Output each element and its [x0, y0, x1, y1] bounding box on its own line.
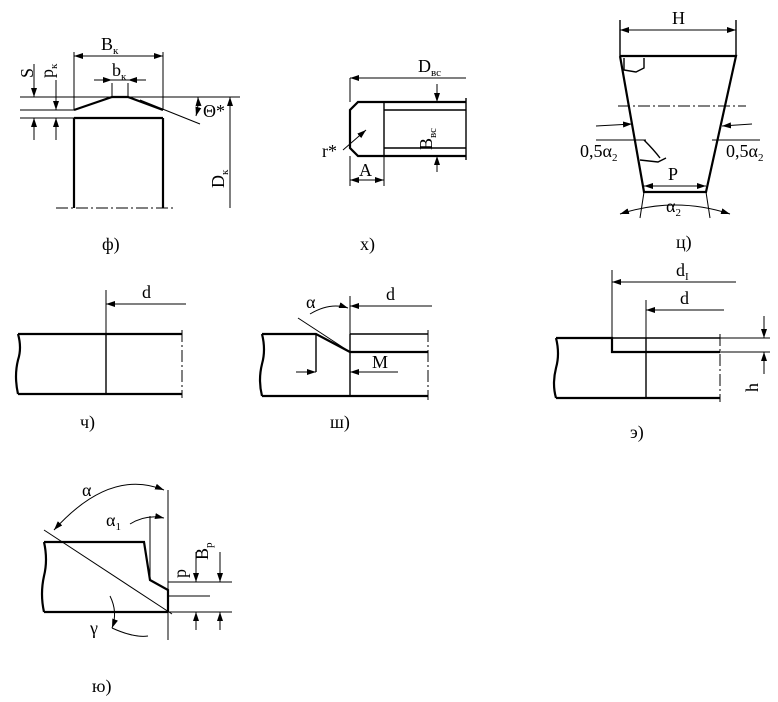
label-alpha1: α1	[106, 510, 121, 533]
label-theta: Θ*	[203, 101, 225, 121]
caption-e: э)	[630, 422, 644, 443]
label-bk: bк	[112, 60, 127, 83]
label-H: H	[672, 8, 685, 28]
label-d1: dI	[676, 260, 689, 283]
label-S: S	[17, 68, 37, 78]
label-alpha2: α2	[666, 196, 681, 219]
figure-e: dI d h э)	[552, 260, 770, 443]
label-alpha: α	[82, 480, 92, 500]
label-p: p	[170, 569, 190, 578]
figure-yu: α α1 Bp p γ ю)	[40, 480, 232, 697]
label-M: M	[372, 352, 388, 372]
label-Dvs: Dвс	[418, 56, 441, 79]
label-alpha: α	[306, 292, 316, 312]
figure-sh: α d M ш)	[258, 284, 432, 433]
caption-kh: х)	[360, 234, 375, 255]
caption-yu: ю)	[92, 676, 111, 697]
label-alpha-right: 0,5α2	[726, 141, 763, 164]
caption-sh: ш)	[330, 412, 350, 433]
label-P: P	[668, 164, 678, 184]
label-gamma: γ	[89, 618, 98, 638]
label-pk: pк	[37, 63, 60, 78]
figure-ch: d ч)	[14, 282, 186, 433]
label-alpha-left: 0,5α2	[580, 141, 617, 164]
label-A: A	[359, 160, 372, 180]
figure-kh: Dвс Bвс r* A х)	[322, 56, 467, 255]
label-Dk: Dк	[208, 169, 231, 188]
figure-ts: H 0,5α2 0,5α2 P α2 ц)	[580, 8, 763, 253]
label-Bp: Bp	[192, 542, 215, 560]
label-d: d	[386, 284, 395, 304]
label-Bvs: Bвс	[416, 128, 439, 150]
label-Bk: Bк	[101, 34, 119, 57]
caption-ch: ч)	[80, 412, 95, 433]
label-h: h	[742, 383, 762, 392]
label-d: d	[142, 282, 151, 302]
label-r: r*	[322, 141, 337, 161]
label-d: d	[680, 288, 689, 308]
caption-ts: ц)	[676, 232, 692, 253]
caption-f: ф)	[102, 234, 120, 255]
figure-f: Bк bк S pк Θ* Dк ф)	[17, 34, 240, 255]
